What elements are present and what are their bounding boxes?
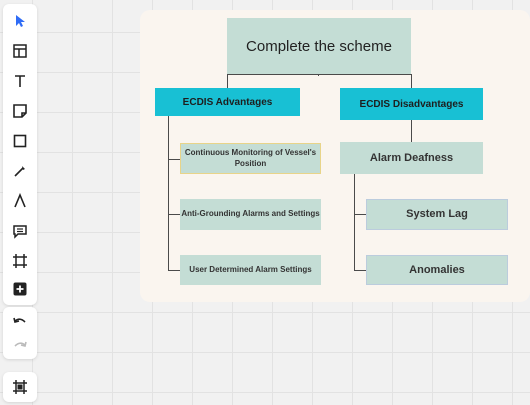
advantages-header[interactable]: ECDIS Advantages [155,88,300,116]
select-tool-icon[interactable] [8,10,32,32]
frames-panel-icon[interactable] [8,376,32,398]
arrow-connector-tool-icon[interactable] [8,190,32,212]
advantage-item-3[interactable]: User Determined Alarm Settings [180,255,321,285]
comment-tool-icon[interactable] [8,220,32,242]
undo-redo-panel [3,307,37,359]
scheme-title[interactable]: Complete the scheme [227,18,411,74]
branch-left-drop [227,74,228,88]
undo-icon[interactable] [8,311,32,333]
advantage-item-2[interactable]: Anti-Grounding Alarms and Settings [180,199,321,230]
branch-right-drop [411,74,412,88]
adv-branch-1 [168,159,180,160]
disadv-branch-1 [354,214,366,215]
sticky-note-tool-icon[interactable] [8,100,32,122]
frames-panel [3,372,37,402]
shape-tool-icon[interactable] [8,130,32,152]
disadvantage-item-2[interactable]: Anomalies [366,255,508,285]
text-tool-icon[interactable] [8,70,32,92]
redo-icon[interactable] [8,335,32,357]
title-connector [318,74,319,76]
adv-branch-3 [168,270,180,271]
frame-tool-icon[interactable] [8,250,32,272]
disadvantages-header[interactable]: ECDIS Disadvantages [340,88,483,120]
disadv-drop [411,120,412,142]
disadv-tree-line [354,174,355,270]
disadv-branch-2 [354,270,366,271]
disadvantage-main[interactable]: Alarm Deafness [340,142,483,174]
add-more-tool-icon[interactable] [8,278,32,300]
title-branch-line [227,74,411,75]
pen-tool-icon[interactable] [8,160,32,182]
template-tool-icon[interactable] [8,40,32,62]
advantage-item-1[interactable]: Continuous Monitoring of Vessel's Positi… [180,143,321,174]
adv-branch-2 [168,214,180,215]
disadvantage-item-1[interactable]: System Lag [366,199,508,230]
advantages-tree-line [168,116,169,270]
left-toolbar [3,4,37,305]
